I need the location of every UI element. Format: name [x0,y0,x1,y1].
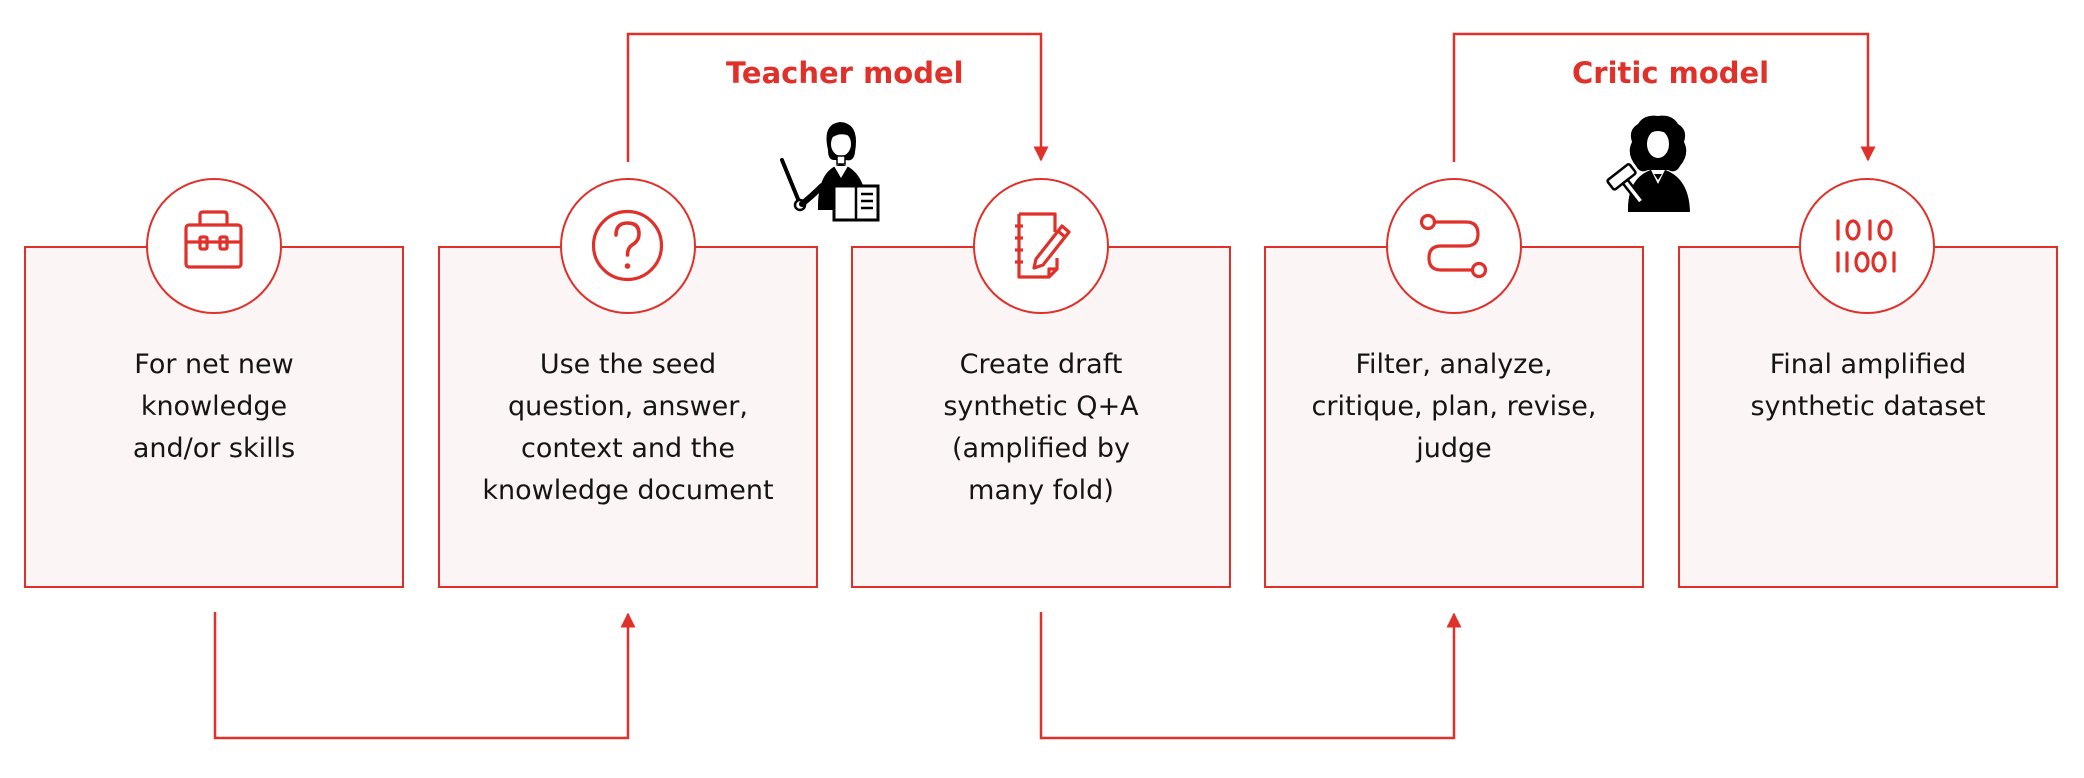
arrow-teacher-step2-to-step3 [626,32,1049,162]
step-text: Use the seed question, answer, context a… [482,349,774,506]
teacher-person-icon [780,122,880,222]
step-text: Filter, analyze, critique, plan, revise,… [1311,349,1597,464]
critic-model-label: Critic model [1572,56,1770,90]
step-text: Final amplified synthetic dataset [1750,349,1986,422]
judge-person-icon [1606,115,1690,212]
route-path-icon [1419,213,1488,279]
step-text: Create draft synthetic Q+A (amplified by… [943,349,1139,506]
arrow-critic-step4-to-step5 [1452,32,1876,162]
step-icon-circle [560,178,696,314]
notepad-pencil-icon [1015,212,1071,279]
step-icon-circle [1799,178,1935,314]
binary-data-icon [1836,219,1896,273]
teacher-model-label: Teacher model [726,56,964,90]
question-mark-icon [591,209,664,282]
step-icon-circle [1386,178,1522,314]
step-text: For net new knowledge and/or skills [132,349,296,464]
step-icon-circle [146,178,282,314]
arrow-step1-to-step2 [213,612,636,740]
step-icon-circle [973,178,1109,314]
arrow-step3-to-step4 [1039,612,1462,740]
toolbox-icon [184,210,243,269]
